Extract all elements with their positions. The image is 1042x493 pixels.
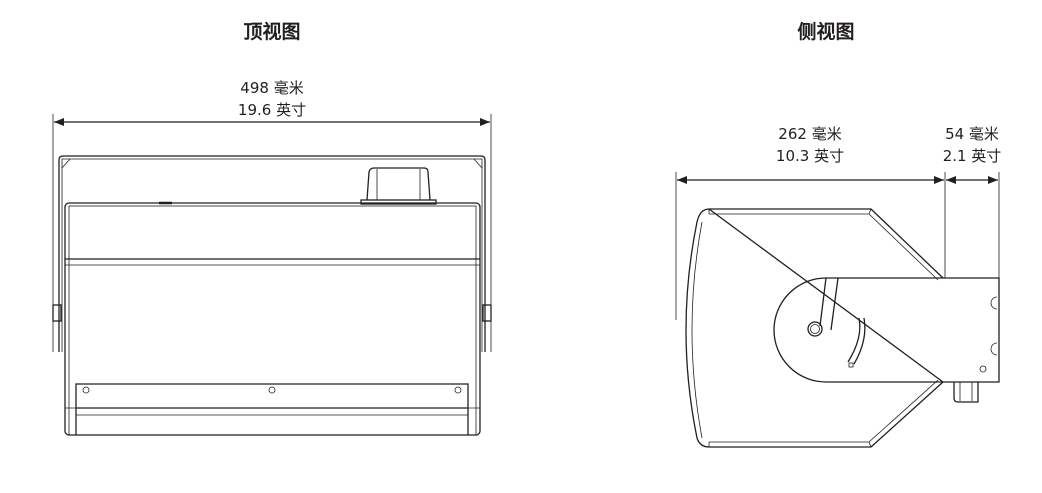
mounting-bracket: [52, 155, 492, 352]
side-depth-label: 262 毫米 10.3 英寸: [776, 123, 844, 167]
grille-panel: [65, 383, 480, 435]
top-view-title: 顶视图: [243, 21, 301, 43]
side-bracket-mm: 54 毫米: [945, 125, 999, 143]
cable-gland-top: [360, 167, 437, 205]
top-width-label: 498 毫米 19.6 英寸: [238, 77, 306, 121]
side-bracket: [773, 277, 1000, 383]
side-depth-mm: 262 毫米: [778, 125, 842, 143]
side-view-title: 侧视图: [797, 21, 855, 43]
top-width-mm: 498 毫米: [240, 79, 304, 97]
speaker-body: [64, 201, 481, 436]
top-width-in: 19.6 英寸: [237, 101, 307, 119]
side-view-drawing: [675, 172, 1000, 448]
screw-icon: [82, 386, 90, 394]
side-dimensions: [675, 172, 1000, 320]
cable-gland-side: [953, 382, 979, 403]
side-depth-in: 10.3 英寸: [775, 147, 845, 165]
screw-icon: [454, 386, 462, 394]
top-width-dimension: [52, 114, 492, 352]
screw-icon: [268, 386, 276, 394]
side-bracket-label: 54 毫米 2.1 英寸: [943, 123, 1002, 167]
pivot-knob-icon: [807, 321, 823, 337]
side-bracket-in: 2.1 英寸: [942, 147, 1002, 165]
speaker-side-profile: [685, 208, 945, 448]
top-view-drawing: [52, 114, 492, 436]
